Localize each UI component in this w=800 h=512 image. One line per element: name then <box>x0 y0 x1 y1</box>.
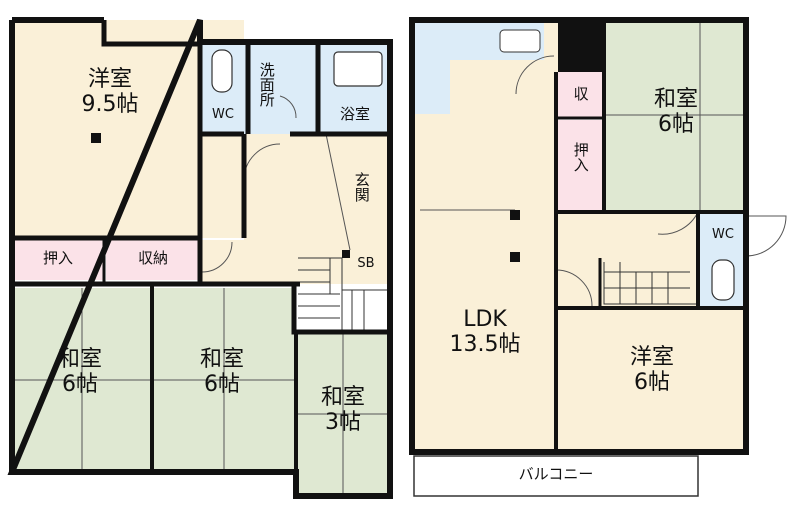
column-marker-2b <box>510 252 520 262</box>
entrance-step-line <box>325 133 351 251</box>
column-marker-2a <box>510 210 520 220</box>
toilet-fixture <box>211 49 233 93</box>
hall-lower-fill <box>200 240 300 284</box>
stair-pillar <box>342 250 350 258</box>
washroom-fill <box>250 42 318 134</box>
western-room-2-fill <box>558 310 746 452</box>
toilet-fixture-2 <box>711 259 735 301</box>
sink-fixture <box>499 29 541 53</box>
storage-fill-2 <box>558 72 604 118</box>
walls-floor1 <box>7 17 393 499</box>
balcony-area <box>413 455 699 497</box>
door-swings-floor2 <box>420 55 787 307</box>
oshiire-fill <box>12 240 104 280</box>
kitchen-counter-side <box>414 60 450 114</box>
floor-1 <box>7 17 393 499</box>
storage-fill <box>106 240 200 280</box>
pillar-block <box>558 20 604 72</box>
tatami-seams-floor1 <box>12 288 390 496</box>
stairs-floor2 <box>603 262 696 305</box>
column-marker <box>91 133 101 143</box>
tatami-seams-floor2 <box>606 20 746 210</box>
floor-2 <box>409 17 787 497</box>
walls-floor2 <box>409 17 749 455</box>
hall2-fill <box>558 212 698 308</box>
bathtub-fixture <box>333 51 383 87</box>
oshiire-fill-2 <box>558 120 604 210</box>
